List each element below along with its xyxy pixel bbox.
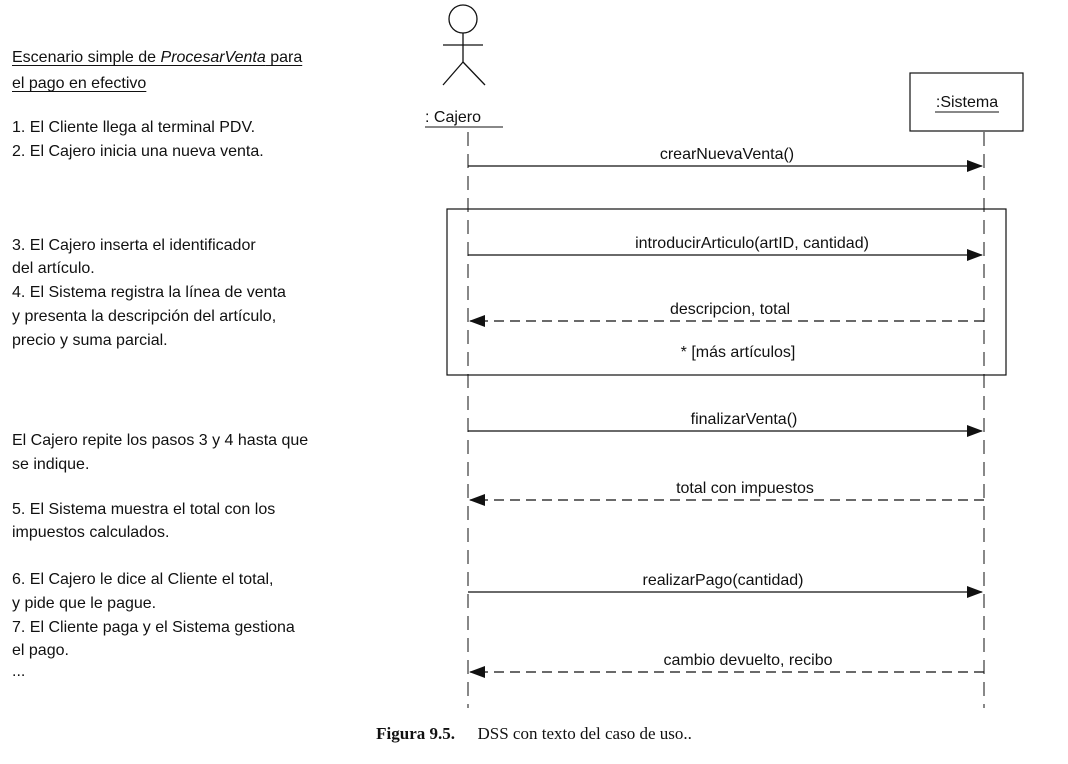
scenario-step: precio y suma parcial. — [12, 332, 168, 349]
scenario-title-line2: el pago en efectivo — [12, 75, 147, 92]
cajero-actor-icon — [442, 4, 486, 86]
actor-leg-right — [462, 61, 486, 86]
actor-leg-left — [442, 61, 464, 86]
scenario-step: 2. El Cajero inicia una nueva venta. — [12, 143, 264, 160]
figure-caption: Figura 9.5. DSS con texto del caso de us… — [0, 724, 1068, 744]
actor-head — [448, 4, 478, 34]
scenario-step: 7. El Cliente paga y el Sistema gestiona — [12, 619, 295, 636]
message-crear-nueva-venta: crearNuevaVenta() — [468, 146, 983, 172]
scenario-title-line1: Escenario simple de ProcesarVenta para — [12, 48, 302, 68]
scenario-step: y pide que le pague. — [12, 595, 157, 612]
scenario-step: 3. El Cajero inserta el identificador — [12, 237, 256, 254]
message-introducir-articulo: introducirArticulo(artID, cantidad) — [468, 235, 983, 261]
scenario-step: ... — [12, 663, 26, 680]
scenario-step: 5. El Sistema muestra el total con los — [12, 501, 276, 518]
scenario-title-prefix: Escenario simple de — [12, 49, 161, 66]
loop-frame — [446, 208, 1007, 376]
message-realizar-pago: realizarPago(cantidad) — [468, 572, 983, 598]
message-label: total con impuestos — [676, 480, 814, 497]
message-cambio-recibo: cambio devuelto, recibo — [469, 652, 984, 678]
figure-number: Figura 9.5. — [376, 724, 455, 743]
message-label: realizarPago(cantidad) — [643, 572, 804, 589]
scenario-step: del artículo. — [12, 260, 95, 277]
scenario-step: El Cajero repite los pasos 3 y 4 hasta q… — [12, 432, 309, 449]
cajero-label: : Cajero — [425, 109, 481, 126]
message-label: crearNuevaVenta() — [660, 146, 794, 163]
scenario-step: 1. El Cliente llega al terminal PDV. — [12, 119, 256, 136]
scenario-title-italic: ProcesarVenta — [160, 49, 266, 66]
message-descripcion-total: descripcion, total — [469, 301, 984, 327]
scenario-step: impuestos calculados. — [12, 524, 170, 541]
message-label: finalizarVenta() — [691, 411, 798, 428]
sistema-label: :Sistema — [936, 94, 998, 111]
scenario-step: 6. El Cajero le dice al Cliente el total… — [12, 571, 274, 588]
message-label: cambio devuelto, recibo — [664, 652, 833, 669]
message-label: introducirArticulo(artID, cantidad) — [635, 235, 869, 252]
scenario-step: el pago. — [12, 642, 69, 659]
message-finalizar-venta: finalizarVenta() — [468, 411, 983, 437]
message-label: descripcion, total — [670, 301, 790, 318]
sistema-box — [909, 72, 1024, 132]
scenario-step: 4. El Sistema registra la línea de venta — [12, 284, 286, 301]
figure-caption-text: DSS con texto del caso de uso.. — [477, 724, 692, 743]
loop-guard-label: * [más artículos] — [681, 344, 796, 361]
scenario-step: se indique. — [12, 456, 90, 473]
scenario-step: y presenta la descripción del artículo, — [12, 308, 277, 325]
scenario-title-suffix: para — [265, 49, 303, 66]
message-total-impuestos: total con impuestos — [469, 480, 984, 506]
